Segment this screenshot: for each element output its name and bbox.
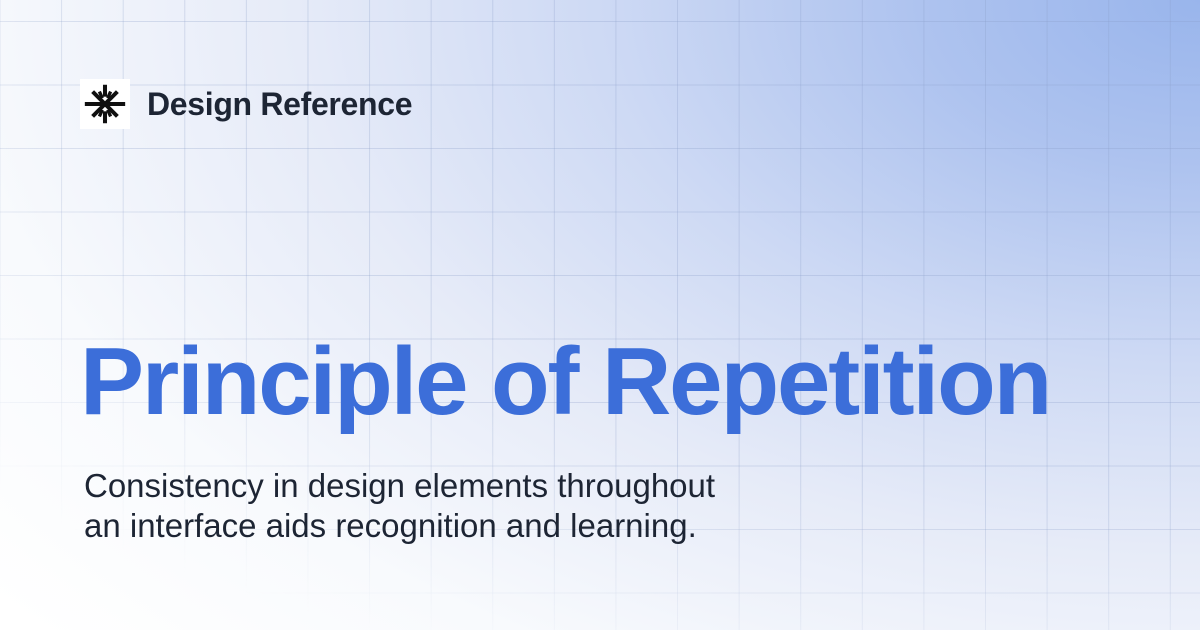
subtitle-line-1: Consistency in design elements throughou… [84, 467, 716, 504]
page-subtitle: Consistency in design elements throughou… [84, 466, 715, 546]
subtitle-line-2: an interface aids recognition and learni… [84, 507, 697, 544]
page-title: Principle of Repetition [80, 328, 1052, 435]
brand-header: Design Reference [80, 79, 413, 129]
asterisk-logo-icon [80, 79, 130, 129]
brand-name: Design Reference [147, 85, 413, 122]
